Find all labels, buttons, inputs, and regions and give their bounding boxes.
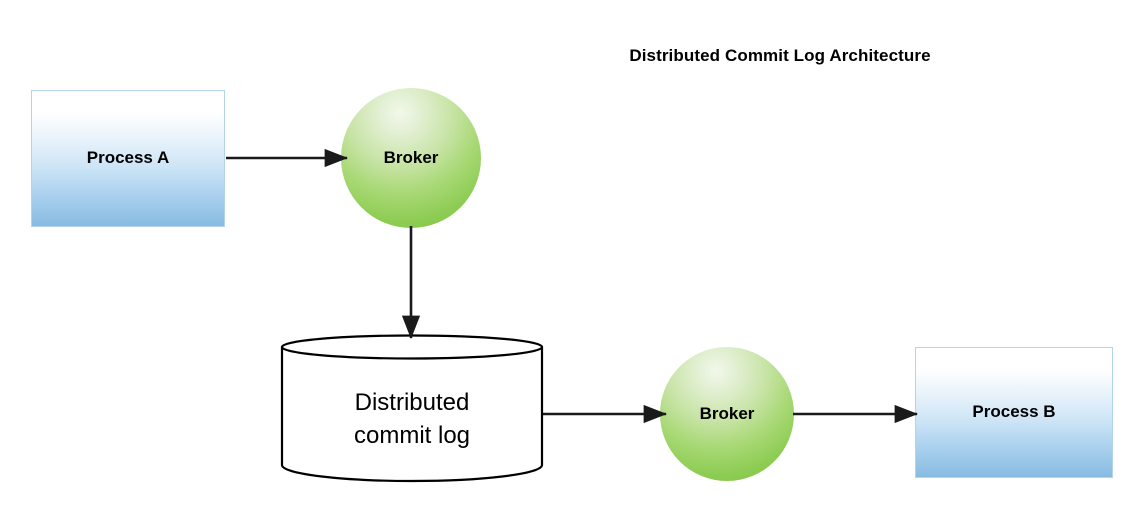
- node-commit-log-store[interactable]: Distributed commit log: [279, 334, 545, 484]
- node-commit-log-label-line-1: Distributed: [354, 389, 470, 416]
- page-title: Distributed Commit Log Architecture: [629, 46, 931, 65]
- node-commit-log-label-line-2: commit log: [353, 422, 471, 450]
- node-process-b[interactable]: Process B: [915, 347, 1113, 478]
- node-commit-log-label: Distributed commit log: [279, 386, 545, 452]
- node-broker-2-label: Broker: [699, 404, 755, 423]
- node-broker-1-label: Broker: [383, 148, 439, 167]
- node-process-b-label: Process B: [972, 402, 1056, 422]
- node-process-a-label: Process A: [86, 148, 170, 168]
- node-broker-1[interactable]: Broker: [341, 88, 481, 228]
- node-process-a[interactable]: Process A: [31, 90, 225, 227]
- node-broker-2[interactable]: Broker: [660, 347, 794, 481]
